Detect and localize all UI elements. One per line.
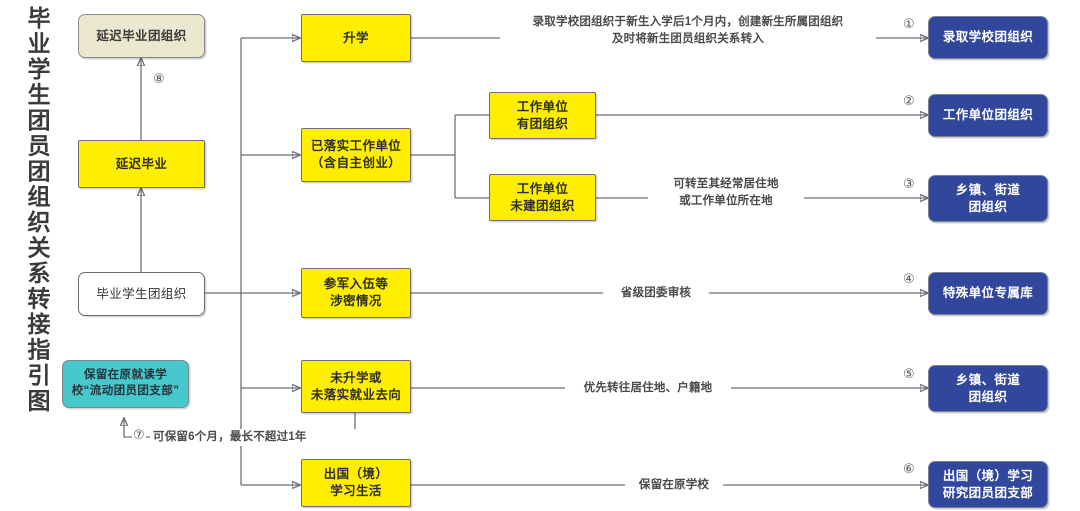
node-employer-has-org[interactable]: 工作单位 有团组织 <box>489 92 596 139</box>
marker-8-icon: ⑧ <box>152 71 166 86</box>
node-unsettled[interactable]: 未升学或 未落实就业去向 <box>301 360 411 413</box>
node-dest-employer-org[interactable]: 工作单位团组织 <box>928 94 1048 137</box>
edge-label-4: 省级团委审核 <box>603 285 709 302</box>
node-employer-no-org[interactable]: 工作单位 未建团组织 <box>489 174 596 221</box>
node-delay-graduate[interactable]: 延迟毕业 <box>78 140 205 188</box>
node-further-study[interactable]: 升学 <box>301 14 411 62</box>
marker-7-icon: ⑦ <box>132 427 146 442</box>
marker-4-icon: ④ <box>902 271 916 286</box>
marker-5-icon: ⑤ <box>902 366 916 381</box>
node-dest-special-unit[interactable]: 特殊单位专属库 <box>928 272 1048 315</box>
node-dest-abroad-branch[interactable]: 出国（境）学习 研究团员团支部 <box>928 461 1048 508</box>
node-military-service[interactable]: 参军入伍等 涉密情况 <box>301 268 411 318</box>
marker-3-icon: ③ <box>902 176 916 191</box>
edge-label-5: 优先转往居住地、户籍地 <box>565 380 731 397</box>
node-dest-township-org-2[interactable]: 乡镇、街道 团组织 <box>928 365 1048 412</box>
node-study-abroad[interactable]: 出国（境） 学习生活 <box>301 459 411 507</box>
node-dest-school-org[interactable]: 录取学校团组织 <box>928 16 1048 59</box>
node-dest-township-org-1[interactable]: 乡镇、街道 团组织 <box>928 175 1048 222</box>
marker-2-icon: ② <box>902 93 916 108</box>
marker-1-icon: ① <box>902 16 916 31</box>
edge-label-7: 可保留6个月，最长不超过1年 <box>150 429 356 446</box>
node-graduate-student-org[interactable]: 毕业学生团组织 <box>78 272 205 316</box>
edge-label-1: 录取学校团组织于新生入学后1个月内，创建新生所属团组织 及时将新生团员组织关系转… <box>500 14 876 48</box>
node-keep-in-school-branch[interactable]: 保留在原就读学 校“流动团员团支部” <box>62 360 189 408</box>
node-delay-graduate-org[interactable]: 延迟毕业团组织 <box>78 14 205 58</box>
node-employed[interactable]: 已落实工作单位 （含自主创业） <box>301 128 411 182</box>
edge-label-3: 可转至其经常居住地 或工作单位所在地 <box>648 176 804 210</box>
marker-6-icon: ⑥ <box>902 461 916 476</box>
page-title: 毕业学生团员团组织关系转接指引图 <box>24 6 50 414</box>
edge-label-6: 保留在原学校 <box>625 477 723 494</box>
